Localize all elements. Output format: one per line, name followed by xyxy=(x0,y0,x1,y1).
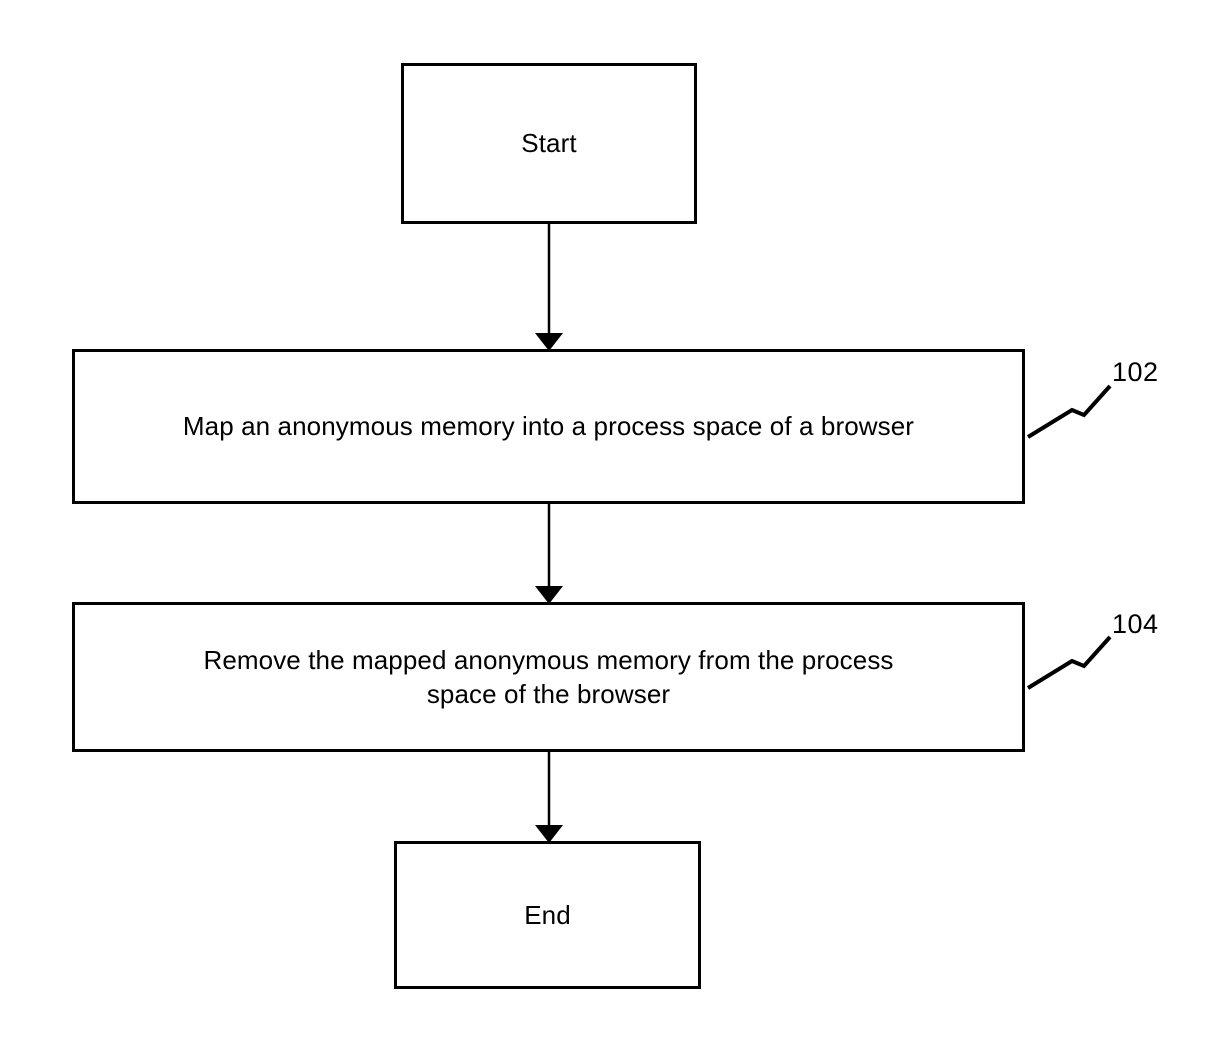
node-start-label: Start xyxy=(521,128,577,159)
node-start[interactable]: Start xyxy=(401,63,697,224)
node-step-104-label: Remove the mapped anonymous memory from … xyxy=(203,644,894,709)
reference-numeral-102: 102 xyxy=(1112,357,1159,387)
node-end-label: End xyxy=(524,899,571,930)
node-end[interactable]: End xyxy=(394,841,701,989)
connector-104-to-end xyxy=(535,752,563,843)
leader-line-102 xyxy=(1026,384,1112,439)
node-step-102-label: Map an anonymous memory into a process s… xyxy=(182,411,915,442)
node-step-104[interactable]: Remove the mapped anonymous memory from … xyxy=(72,602,1025,752)
connector-102-to-104 xyxy=(535,504,563,604)
node-step-102[interactable]: Map an anonymous memory into a process s… xyxy=(72,349,1025,504)
connector-start-to-102 xyxy=(535,224,563,351)
reference-numeral-104: 104 xyxy=(1112,609,1159,639)
leader-line-104 xyxy=(1026,635,1112,690)
